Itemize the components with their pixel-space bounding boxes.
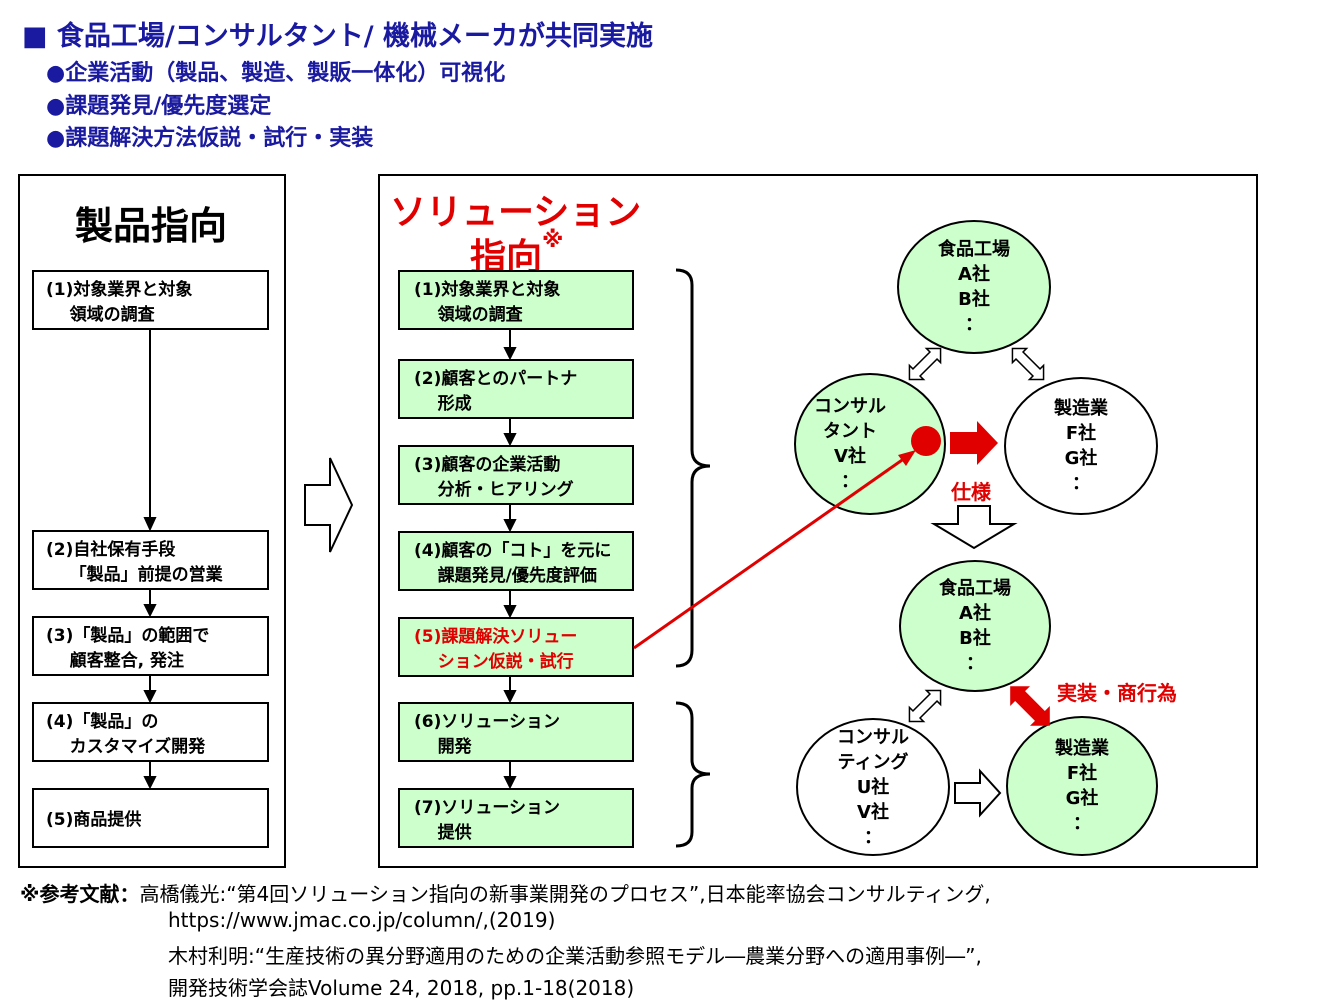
bullet-visualization: ●企業活動（製品、製造、製販一体化）可視化 <box>46 61 506 86</box>
bullet-solution-method: ●課題解決方法仮説・試行・実装 <box>46 126 374 151</box>
consulting-to-maker-arrow <box>954 768 1002 818</box>
left-step-4: (4)「製品」の カスタマイズ開発 <box>32 702 269 762</box>
reference-2-text: 木村利明:“生産技術の異分野適用のための企業活動参照モデル―農業分野への適用事例… <box>168 944 982 968</box>
bullet-issue-discovery: ●課題発見/優先度選定 <box>46 94 272 119</box>
brace-upper <box>675 268 711 668</box>
right-step-7: (7)ソリューション 提供 <box>398 788 634 848</box>
implementation-double-arrow <box>1010 686 1050 726</box>
food-factory-circle-top: 食品工場 A社 B社 ： <box>897 220 1051 354</box>
reference-2-journal: 開発技術学会誌Volume 24, 2018, pp.1-18(2018) <box>168 976 635 1000</box>
reference-prefix: ※参考文献： <box>20 882 140 906</box>
spec-label: 仕様 <box>951 480 991 504</box>
left-step-1: (1)対象業界と対象 領域の調査 <box>32 270 269 330</box>
spec-arrow <box>950 421 998 465</box>
down-transition-arrow <box>930 505 1018 550</box>
left-step-5: (5)商品提供 <box>32 788 269 848</box>
right-step-6: (6)ソリューション 開発 <box>398 702 634 762</box>
right-step-2: (2)顧客とのパートナ 形成 <box>398 359 634 419</box>
consulting-circle-bottom: コンサル ティング U社 V社 ： <box>796 718 950 856</box>
double-arrow-bottom-left <box>908 689 942 723</box>
solution-oriented-title: ソリューション <box>390 192 642 233</box>
right-step-5: (5)課題解決ソリュー ション仮説・試行 <box>398 617 634 677</box>
right-step-1: (1)対象業界と対象 領域の調査 <box>398 270 634 330</box>
manufacturer-circle-top: 製造業 F社 G社 ： <box>1004 377 1158 515</box>
reference-line-1: ※参考文献：高橋儀光:“第4回ソリューション指向の新事業開発のプロセス”,日本能… <box>20 878 991 907</box>
brace-lower <box>675 701 711 848</box>
right-flow-arrows <box>503 330 517 790</box>
red-dot <box>911 426 941 456</box>
implementation-label: 実装・商行為 <box>1057 681 1177 705</box>
transition-arrow <box>304 457 354 553</box>
right-step-3: (3)顧客の企業活動 分析・ヒアリング <box>398 445 634 505</box>
product-oriented-title: 製品指向 <box>74 204 227 248</box>
reference-1-url: https://www.jmac.co.jp/column/,(2019) <box>168 908 556 932</box>
left-flow-arrows <box>143 330 157 790</box>
right-step-4: (4)顧客の「コト」を元に 課題発見/優先度評価 <box>398 531 634 591</box>
double-arrow-top-left <box>908 347 942 381</box>
left-step-3: (3)「製品」の範囲で 顧客整合, 発注 <box>32 616 269 676</box>
page-title: ■ 食品工場/コンサルタント/ 機械メーカが共同実施 <box>22 21 654 52</box>
manufacturer-circle-bottom: 製造業 F社 G社 ： <box>1006 716 1158 856</box>
left-step-2: (2)自社保有手段 「製品」前提の営業 <box>32 530 269 590</box>
reference-1-text: 高橋儀光:“第4回ソリューション指向の新事業開発のプロセス”,日本能率協会コンサ… <box>139 882 991 906</box>
food-factory-circle-bottom: 食品工場 A社 B社 ： <box>899 560 1051 692</box>
double-arrow-top-right <box>1011 347 1045 381</box>
